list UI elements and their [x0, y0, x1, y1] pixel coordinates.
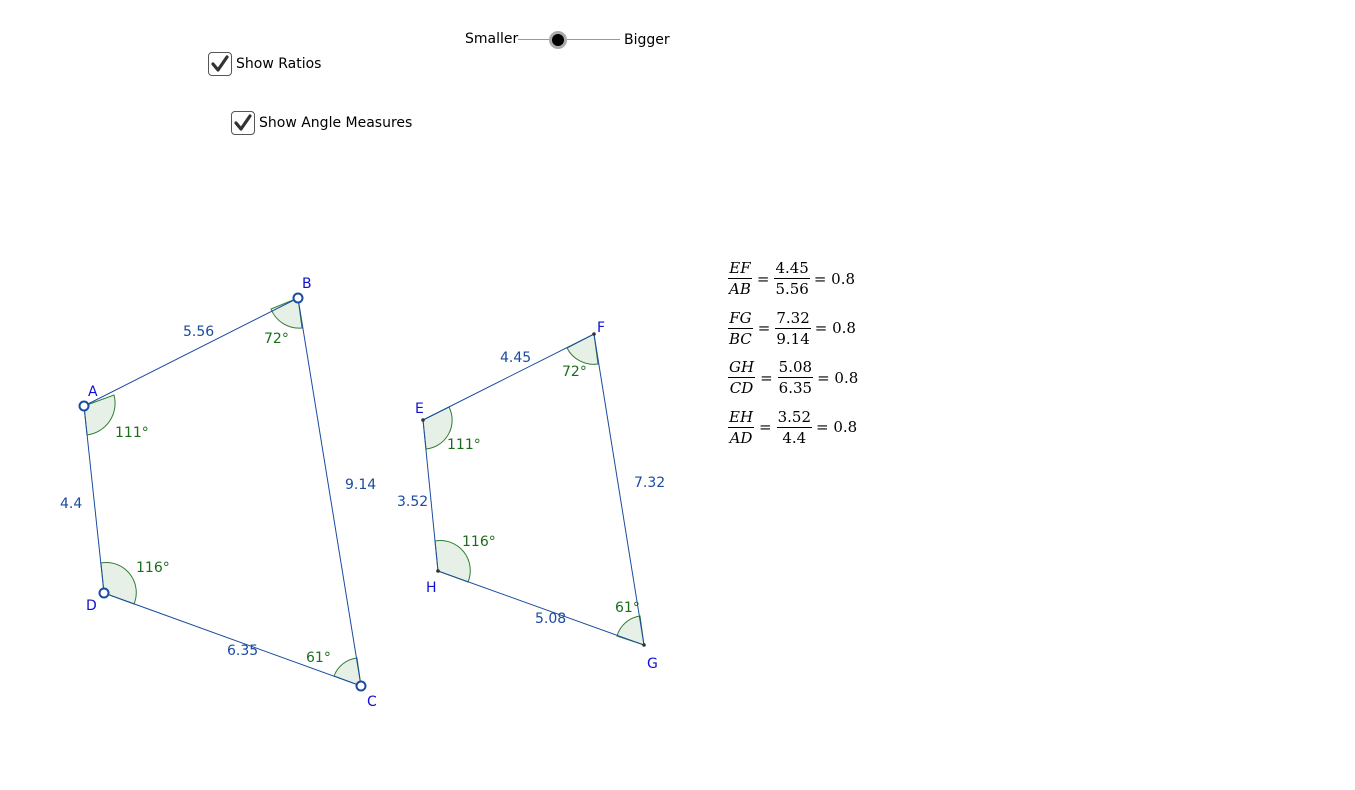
fraction-numerator-value: 5.08	[777, 358, 814, 379]
side-label-fg: 7.32	[634, 475, 665, 491]
ratio-result: = 0.8	[813, 269, 856, 288]
fraction-values: 3.52 4.4	[776, 407, 813, 447]
side-label-he: 3.52	[397, 494, 428, 510]
fraction-numerator-value: 4.45	[774, 259, 810, 280]
angle-label-c: 61°	[306, 650, 331, 666]
ratio-row-fg-bc: FG BC = 7.32 9.14 = 0.8	[728, 304, 858, 354]
fraction-segments: GH CD	[728, 358, 756, 398]
vertex-f-point	[592, 332, 596, 336]
vertex-label-c: C	[367, 694, 377, 710]
fraction-denominator-value: 5.56	[775, 280, 809, 299]
vertex-a-point[interactable]	[78, 400, 90, 412]
fraction-denominator-value: 6.35	[778, 379, 813, 398]
ratio-result: = 0.8	[816, 418, 858, 437]
show-ratios-checkbox[interactable]: Show Ratios	[208, 52, 321, 76]
vertex-label-e: E	[415, 401, 424, 417]
angle-label-e: 111°	[447, 437, 481, 453]
angle-label-b: 72°	[264, 331, 289, 347]
fraction-denominator-value: 4.4	[782, 428, 807, 447]
slider-bigger-label: Bigger	[624, 32, 670, 48]
angle-label-g: 61°	[615, 600, 640, 616]
fraction-numerator: EF	[728, 259, 752, 280]
vertex-c-point[interactable]	[355, 680, 367, 692]
fraction-denominator: CD	[729, 379, 754, 398]
fraction-numerator-value: 7.32	[775, 308, 811, 329]
fraction-denominator-value: 9.14	[776, 329, 810, 348]
show-angles-checkbox[interactable]: Show Angle Measures	[231, 111, 412, 135]
vertex-g-point	[642, 643, 646, 647]
vertex-label-a: A	[88, 384, 98, 400]
vertex-e-point	[421, 418, 425, 422]
ratio-row-ef-ab: EF AB = 4.45 5.56 = 0.8	[728, 254, 858, 304]
vertex-b-point[interactable]	[292, 292, 304, 304]
fraction-denominator: AB	[729, 280, 751, 299]
vertex-label-d: D	[86, 598, 97, 614]
ratio-equations: EF AB = 4.45 5.56 = 0.8 FG BC = 7.32 9.1…	[728, 254, 858, 452]
vertex-label-g: G	[647, 656, 658, 672]
angle-arc-h	[434, 540, 471, 583]
fraction-segments: EF AB	[728, 259, 752, 298]
polygon-efgh	[422, 333, 645, 646]
fraction-numerator: FG	[728, 308, 753, 329]
fraction-numerator: EH	[728, 407, 755, 428]
fraction-numerator: GH	[728, 358, 756, 379]
slider-smaller-label: Smaller	[465, 31, 519, 47]
angle-label-h: 116°	[462, 534, 496, 550]
fraction-values: 7.32 9.14	[775, 308, 811, 348]
equals-sign: =	[760, 368, 773, 387]
size-slider-track[interactable]	[518, 39, 620, 40]
fraction-values: 5.08 6.35	[777, 358, 814, 398]
side-label-da: 4.4	[60, 496, 82, 512]
vertex-label-b: B	[302, 276, 312, 292]
quadrilateral-efgh: E F G H 4.45 7.32 5.08 3.52 111° 72° 61°…	[397, 320, 665, 672]
checkbox-check-icon[interactable]	[231, 111, 255, 135]
vertex-label-f: F	[597, 320, 605, 336]
equals-sign: =	[757, 319, 771, 338]
polygon-abcd	[83, 297, 362, 687]
side-label-bc: 9.14	[345, 477, 376, 493]
fraction-segments: FG BC	[728, 309, 753, 348]
angle-arc-b	[270, 297, 303, 329]
checkbox-check-icon[interactable]	[208, 52, 232, 76]
ratio-result: = 0.8	[814, 319, 856, 338]
equals-sign: =	[756, 269, 770, 288]
show-angles-label: Show Angle Measures	[259, 115, 413, 131]
side-label-ef: 4.45	[500, 350, 531, 366]
vertex-h-point	[436, 569, 440, 573]
angle-arc-f	[566, 333, 599, 365]
vertex-label-h: H	[426, 580, 437, 596]
ratio-result: = 0.8	[817, 368, 859, 387]
show-ratios-label: Show Ratios	[236, 56, 322, 72]
ratio-row-gh-cd: GH CD = 5.08 6.35 = 0.8	[728, 353, 858, 403]
side-label-gh: 5.08	[535, 611, 566, 627]
side-label-cd: 6.35	[227, 643, 258, 659]
angle-arc-a	[83, 394, 116, 436]
fraction-segments: EH AD	[728, 407, 755, 447]
angle-label-a: 111°	[115, 425, 149, 441]
quadrilateral-abcd: A B C D 5.56 9.14 6.35 4.4 111° 72° 61° …	[60, 276, 377, 710]
fraction-denominator: AD	[729, 428, 753, 447]
angle-label-f: 72°	[562, 364, 587, 380]
equals-sign: =	[759, 418, 772, 437]
fraction-numerator-value: 3.52	[776, 407, 813, 428]
angle-arc-d	[100, 562, 137, 605]
fraction-values: 4.45 5.56	[774, 259, 810, 299]
angle-arc-e	[422, 406, 453, 450]
ratio-row-eh-ad: EH AD = 3.52 4.4 = 0.8	[728, 403, 858, 453]
side-label-ab: 5.56	[183, 324, 214, 340]
vertex-d-point[interactable]	[98, 587, 110, 599]
size-slider-handle[interactable]	[549, 31, 567, 49]
angle-label-d: 116°	[136, 560, 170, 576]
fraction-denominator: BC	[729, 329, 752, 348]
